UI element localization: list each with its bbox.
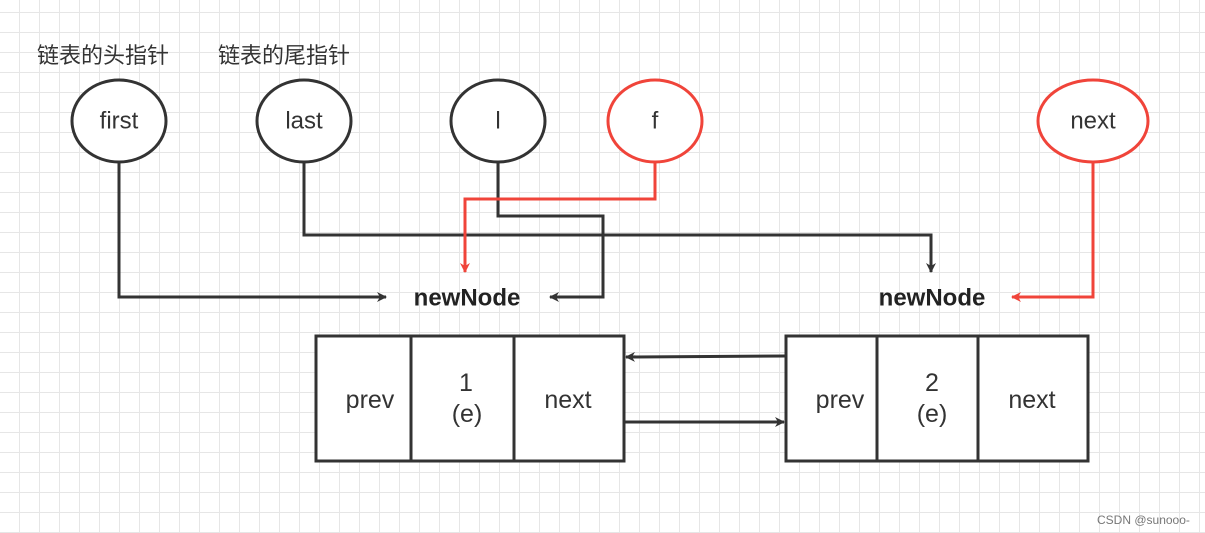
watermark: CSDN @sunooo- [1097,513,1190,527]
node2-value: 2 [925,369,939,397]
f-to-newnode-arrow [460,162,657,273]
pointer-f: f [606,78,704,164]
pointer-last: last [255,78,353,164]
pointer-f-label: f [652,108,659,135]
newnode-label-left: newNode [414,285,521,312]
list-node-1: prev 1 (e) next [314,334,626,463]
pointer-l: l [449,78,547,164]
list-node-2: prev 2 (e) next [784,334,1090,463]
l-to-newnode-arrow [496,162,605,302]
pointer-next: next [1036,78,1150,164]
node2-element: (e) [917,400,948,428]
newnode-label-right: newNode [879,285,986,312]
node2-next-cell: next [1008,386,1055,414]
next-to-newnode2-arrow [1011,162,1095,302]
pointer-l-label: l [495,108,500,135]
first-to-newnode-arrow [117,162,387,302]
node1-prev-cell: prev [346,386,395,414]
pointer-first-label: first [100,108,139,135]
head-pointer-caption: 链表的头指针 [37,44,169,69]
node1-element: (e) [452,400,483,428]
pointer-first: first [70,78,168,164]
node1-next-cell: next [544,386,591,414]
node2-prev-to-node1-arrow [625,351,787,362]
node1-value: 1 [459,369,473,397]
node2-prev-cell: prev [816,386,865,414]
last-to-newnode2-arrow [302,162,936,273]
tail-pointer-caption: 链表的尾指针 [218,44,350,69]
pointer-last-label: last [285,108,323,135]
pointer-next-label: next [1070,108,1116,135]
